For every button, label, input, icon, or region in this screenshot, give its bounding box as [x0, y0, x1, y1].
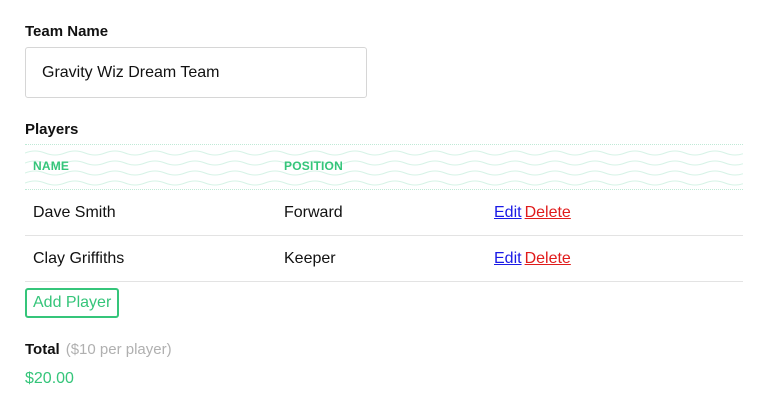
team-name-label: Team Name	[25, 23, 109, 40]
team-name-input[interactable]	[25, 47, 367, 98]
players-label: Players	[25, 121, 79, 138]
player-position-cell: Forward	[284, 204, 343, 221]
total-line: Total ($10 per player)	[25, 341, 172, 358]
edit-player-link[interactable]: Edit	[494, 250, 522, 267]
delete-player-link[interactable]: Delete	[524, 250, 571, 267]
player-name-cell: Dave Smith	[33, 204, 116, 221]
column-header-name: NAME	[33, 159, 70, 173]
player-position-cell: Keeper	[284, 250, 336, 267]
player-name-cell: Clay Griffiths	[33, 250, 125, 267]
delete-player-link[interactable]: Delete	[524, 204, 571, 221]
players-table-header: NAME POSITION	[25, 144, 743, 190]
edit-player-link[interactable]: Edit	[494, 204, 522, 221]
add-player-button[interactable]: Add Player	[25, 288, 120, 318]
header-wave-pattern	[25, 150, 743, 186]
total-price-note: ($10 per player)	[65, 341, 172, 358]
total-amount: $20.00	[25, 370, 74, 387]
column-header-position: POSITION	[284, 159, 343, 173]
total-label: Total	[25, 341, 60, 358]
